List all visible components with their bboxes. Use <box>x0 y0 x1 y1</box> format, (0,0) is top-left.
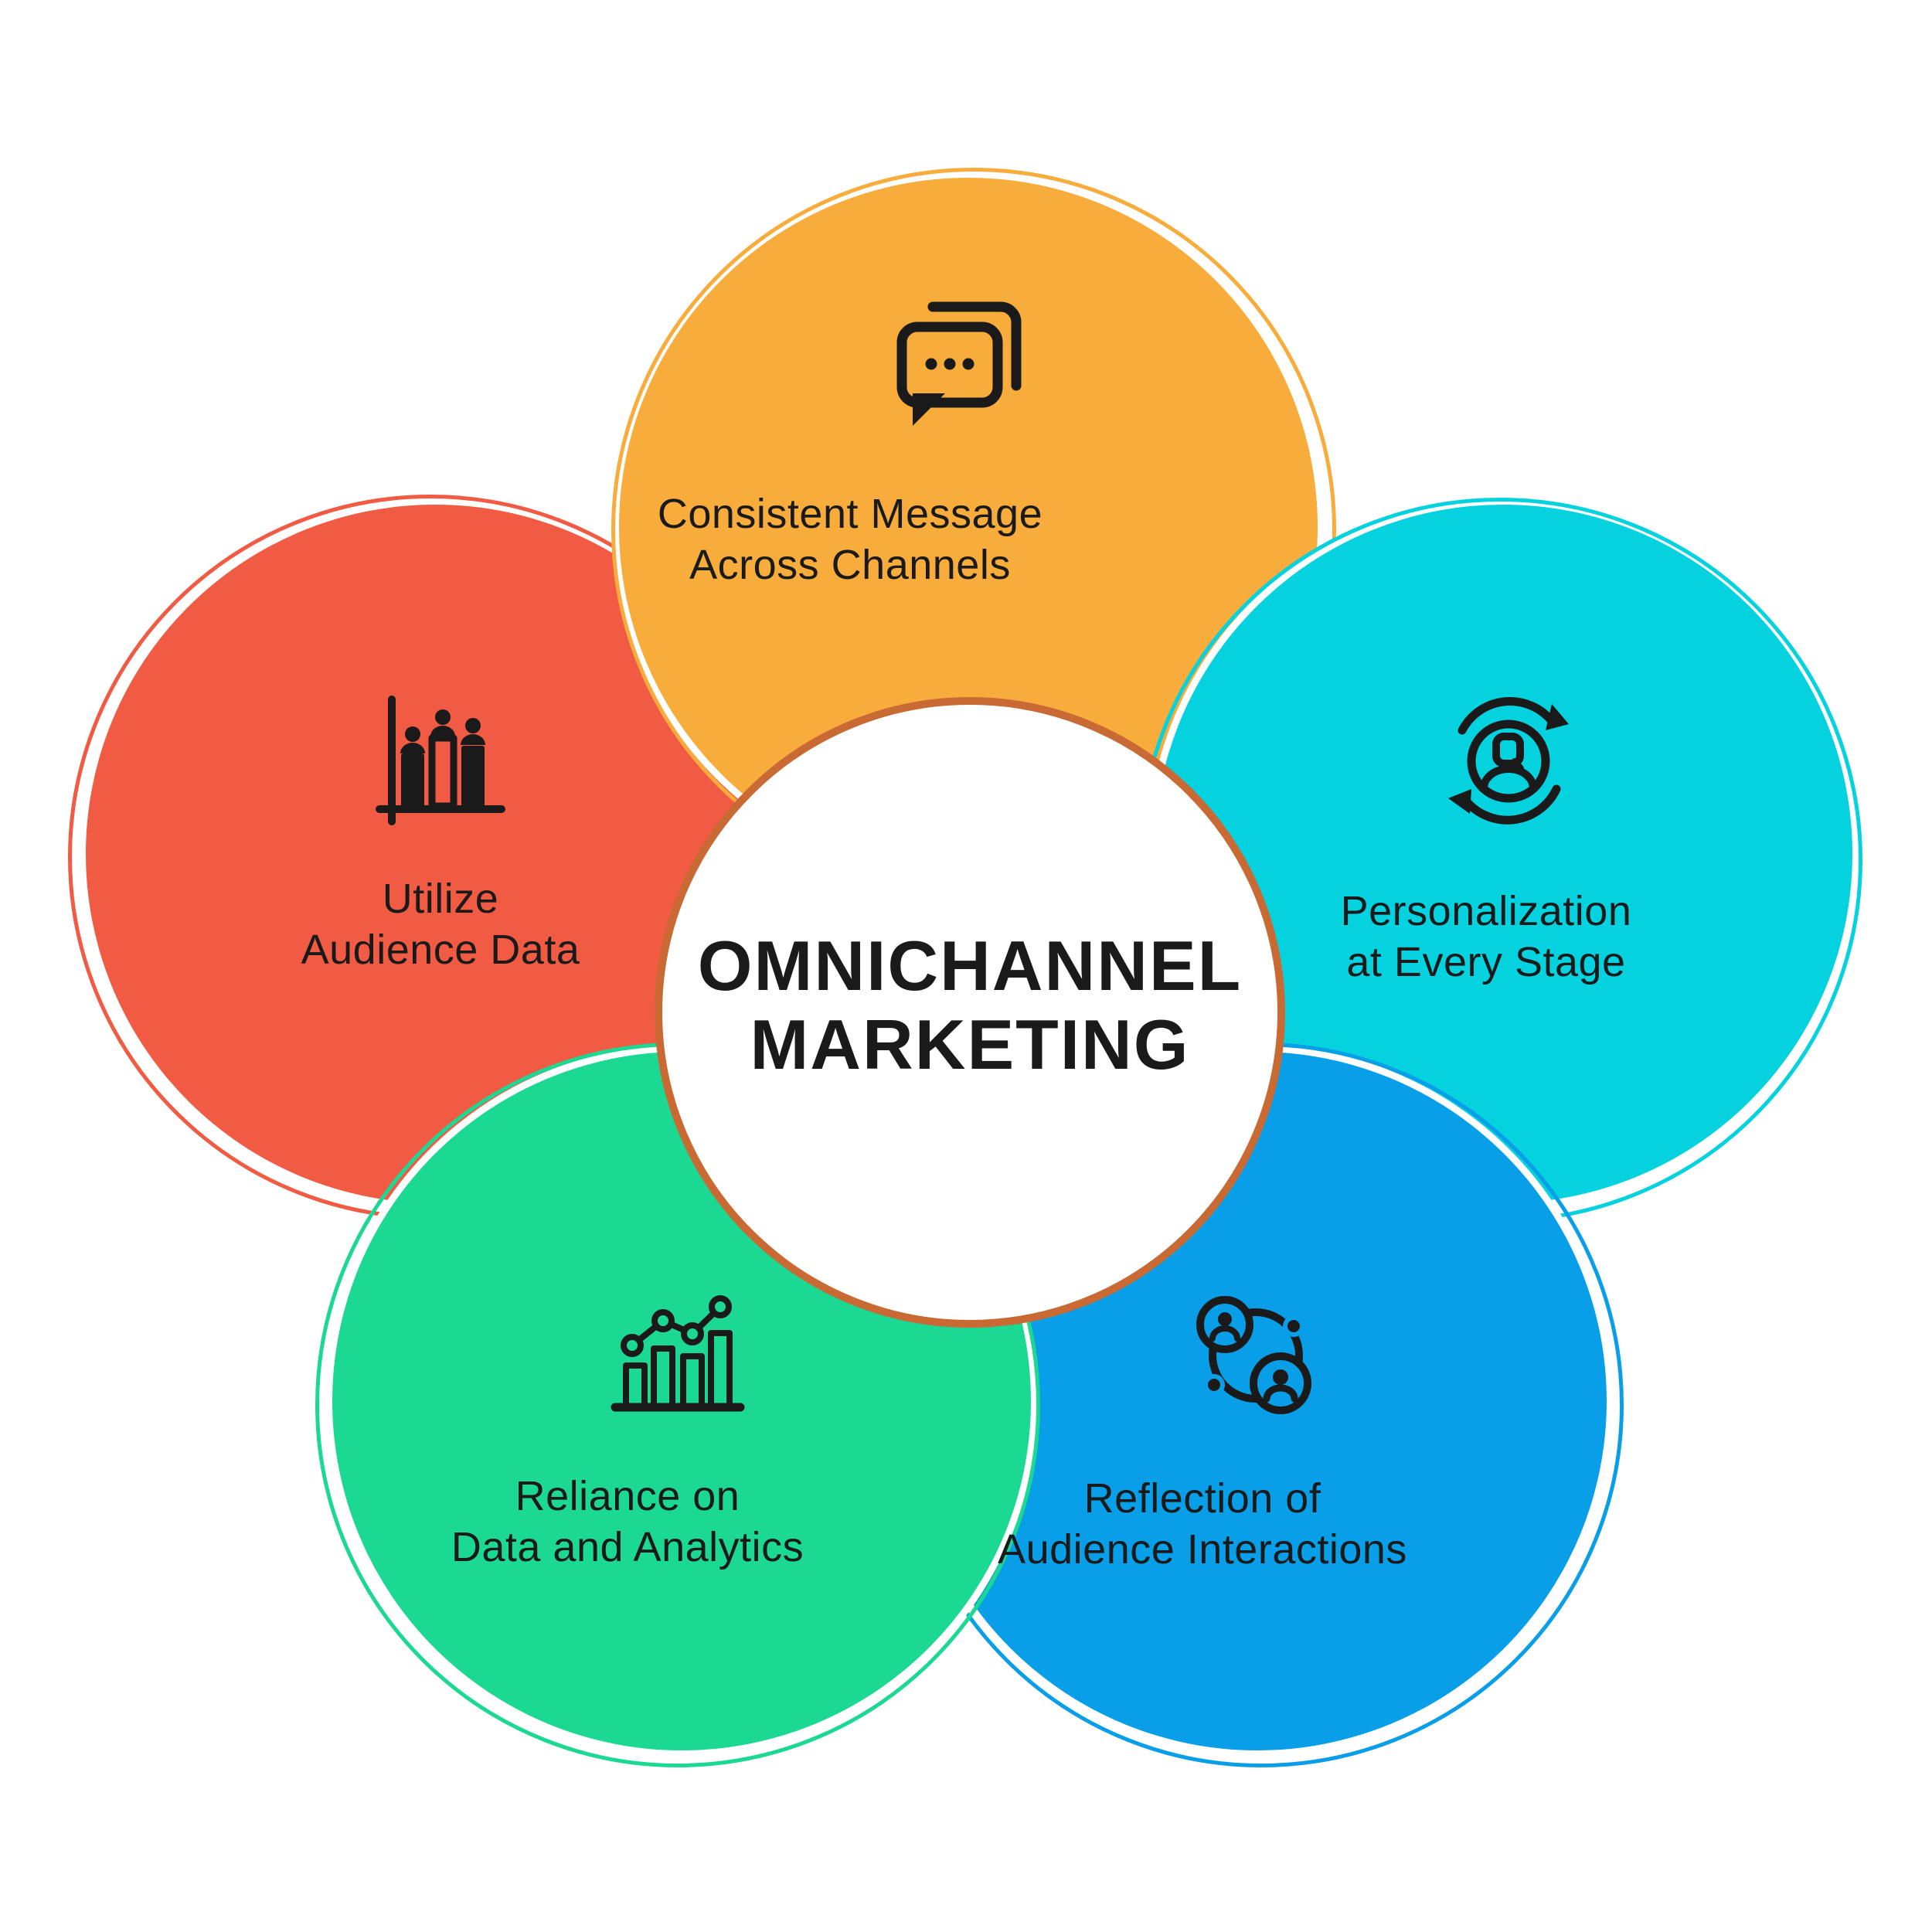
label-line-1: Consistent Message <box>657 491 1043 537</box>
label-line-2: Data and Analytics <box>451 1524 804 1570</box>
segment-label-reliance: Reliance on Data and Analytics <box>451 1471 804 1573</box>
segment-label-consistent-message: Consistent Message Across Channels <box>658 488 1043 590</box>
segment-label-utilize: Utilize Audience Data <box>301 873 580 975</box>
label-line-2: Across Channels <box>689 542 1011 588</box>
title-line-1: OMNICHANNEL <box>697 927 1243 1005</box>
label-line-1: Reliance on <box>515 1473 740 1519</box>
analytics-bar-chart-icon <box>611 1295 745 1412</box>
page-title: OMNICHANNEL MARKETING <box>698 927 1242 1085</box>
segment-label-personalization: Personalization at Every Stage <box>1341 886 1632 988</box>
label-line-2: at Every Stage <box>1346 939 1626 985</box>
label-line-1: Utilize <box>382 876 499 922</box>
chat-messages-icon <box>896 301 1022 426</box>
segment-label-reflection: Reflection of Audience Interactions <box>998 1473 1407 1575</box>
label-line-2: Audience Interactions <box>998 1526 1407 1573</box>
title-line-2: MARKETING <box>750 1006 1190 1084</box>
audience-bar-chart-icon <box>376 696 505 825</box>
user-sync-icon <box>1448 697 1569 825</box>
center-circle <box>655 697 1285 1328</box>
user-network-icon <box>1196 1296 1311 1414</box>
label-line-1: Personalization <box>1340 888 1632 934</box>
label-line-1: Reflection of <box>1083 1475 1321 1522</box>
label-line-2: Audience Data <box>301 927 580 973</box>
